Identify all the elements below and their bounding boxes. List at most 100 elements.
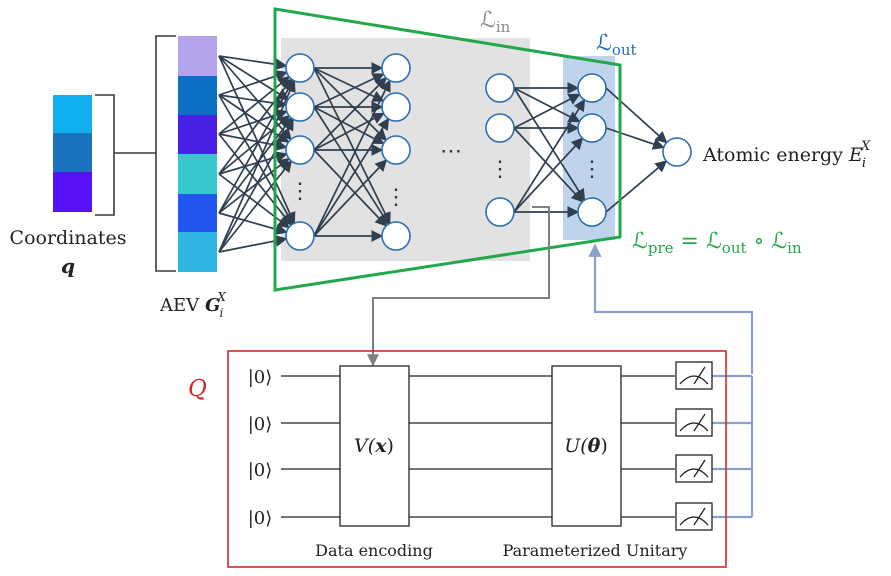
l-in-label: ℒin <box>480 8 511 36</box>
l-pre-label: ℒpre = ℒout ∘ ℒin <box>632 229 802 257</box>
encoding-caption: Data encoding <box>315 541 433 560</box>
unitary-caption: Parameterized Unitary <box>503 541 688 560</box>
coordinates-label: Coordinates <box>10 227 127 249</box>
encoding-gate-label: V(x) <box>354 435 394 457</box>
output-node <box>662 137 692 167</box>
qubit-wires: |0⟩ |0⟩ |0⟩ |0⟩ <box>248 361 713 531</box>
aev-to-layer1-edge <box>218 76 291 135</box>
layer4-node <box>577 113 607 143</box>
measurement-links <box>712 374 754 519</box>
network-edges <box>218 55 668 253</box>
aev-to-layer1-edge <box>218 173 290 229</box>
layer4-to-output-edge <box>605 127 665 150</box>
aev-to-layer1-edge <box>218 94 294 225</box>
circuit-frame <box>227 350 727 568</box>
layer2-node <box>381 135 411 165</box>
layer4-vdots: ⋮ <box>581 157 603 182</box>
coordinate-cell-2 <box>53 133 92 172</box>
network-nodes <box>285 53 607 251</box>
aev-to-layer1-edge <box>218 115 291 175</box>
aev-to-layer1-edge <box>218 94 290 143</box>
unitary-gate <box>551 365 622 527</box>
layer2-node <box>381 92 411 122</box>
layer1-to-layer2-edge <box>313 149 388 227</box>
layer1-to-layer2-edge <box>313 67 385 102</box>
layer4-to-output-edge <box>605 87 668 144</box>
measurement-meter-icon <box>675 361 713 390</box>
layer4-node <box>577 197 607 227</box>
qubit-ket-label: |0⟩ <box>248 367 273 388</box>
aev-cell-6 <box>178 232 217 272</box>
layer1-node <box>285 53 315 83</box>
layer1-to-layer2-edge <box>313 73 385 108</box>
aev-bracket <box>155 35 176 272</box>
layer3-node <box>485 73 515 103</box>
aev-cell-3 <box>178 115 217 154</box>
layer1-vdots: ⋮ <box>289 179 311 204</box>
quantum-circuit: Q |0⟩ |0⟩ |0⟩ |0⟩ V(x) U(θ) Data encoding P… <box>188 350 727 568</box>
aev-to-layer1-edge <box>218 118 294 253</box>
qubit-ket-label: |0⟩ <box>248 414 273 435</box>
aev-to-layer1-edge <box>218 79 296 253</box>
unitary-gate-label: U(θ) <box>564 435 608 457</box>
layer1-to-layer2-edge <box>313 67 387 141</box>
coordinates-block: Coordinates q <box>10 94 156 278</box>
coordinate-cell-3 <box>53 172 92 212</box>
hidden-to-circuit-arrow <box>367 206 550 367</box>
layer1-node <box>285 221 315 251</box>
layer4-node <box>577 73 607 103</box>
layer4-to-output-edge <box>605 160 668 213</box>
layer1-node <box>285 135 315 165</box>
aev-to-layer1-edge <box>218 157 290 214</box>
layer2-vdots: ⋮ <box>385 185 407 210</box>
layer2-node <box>381 221 411 251</box>
aev-to-layer1-edge <box>218 117 293 214</box>
qubit-ket-label: |0⟩ <box>248 508 273 529</box>
layer3-to-layer4-edge <box>513 87 586 202</box>
layer1-to-layer2-edge <box>313 67 391 225</box>
layer1-to-layer2-edge <box>313 106 390 226</box>
l-pre-trapezoid <box>273 7 622 292</box>
measurement-meter-icon <box>675 408 713 437</box>
layer1-to-layer2-edge <box>313 159 388 237</box>
aev-to-layer1-edge <box>218 79 294 214</box>
layer3-vdots: ⋮ <box>489 157 511 182</box>
aev-to-layer1-edge <box>218 55 296 225</box>
measurement-meter-icon <box>675 454 713 483</box>
layer2-node <box>381 53 411 83</box>
layer1-to-layer2-edge <box>313 79 391 237</box>
circuit-label: Q <box>188 376 207 402</box>
qubit-ket-label: |0⟩ <box>248 460 273 481</box>
layer3-to-layer4-edge <box>513 127 584 203</box>
coordinates-symbol: q <box>61 254 75 278</box>
aev-cell-2 <box>178 76 217 115</box>
hidden-layers-ellipsis: ⋯ <box>440 139 462 164</box>
layer1-node <box>285 92 315 122</box>
measurement-feedback-arrow <box>588 243 754 374</box>
layer1-to-layer2-edge <box>313 106 385 145</box>
aev-cell-1 <box>178 36 217 76</box>
aev-cell-5 <box>178 194 217 232</box>
aev-to-layer1-edge <box>218 133 293 226</box>
l-out-label: ℒout <box>596 31 637 59</box>
layer3-node <box>485 197 515 227</box>
aev-cell-4 <box>178 154 217 194</box>
coordinate-cell-1 <box>53 95 92 133</box>
layer3-to-layer4-edge <box>513 137 584 213</box>
coordinates-bracket <box>95 94 115 216</box>
layer3-to-layer4-edge <box>513 98 586 213</box>
aev-to-layer1-edge <box>218 55 290 101</box>
layer1-to-layer2-edge <box>313 112 385 151</box>
aev-to-layer1-edge <box>218 78 293 175</box>
layer1-to-layer2-edge <box>313 77 387 151</box>
measurement-meter-icon <box>675 502 713 531</box>
aev-to-layer1-edge <box>218 160 293 253</box>
encoding-gate <box>339 365 410 527</box>
layer1-to-layer2-edge <box>313 117 390 237</box>
layer3-to-layer4-edge <box>513 93 581 129</box>
layer3-to-layer4-edge <box>513 87 581 123</box>
